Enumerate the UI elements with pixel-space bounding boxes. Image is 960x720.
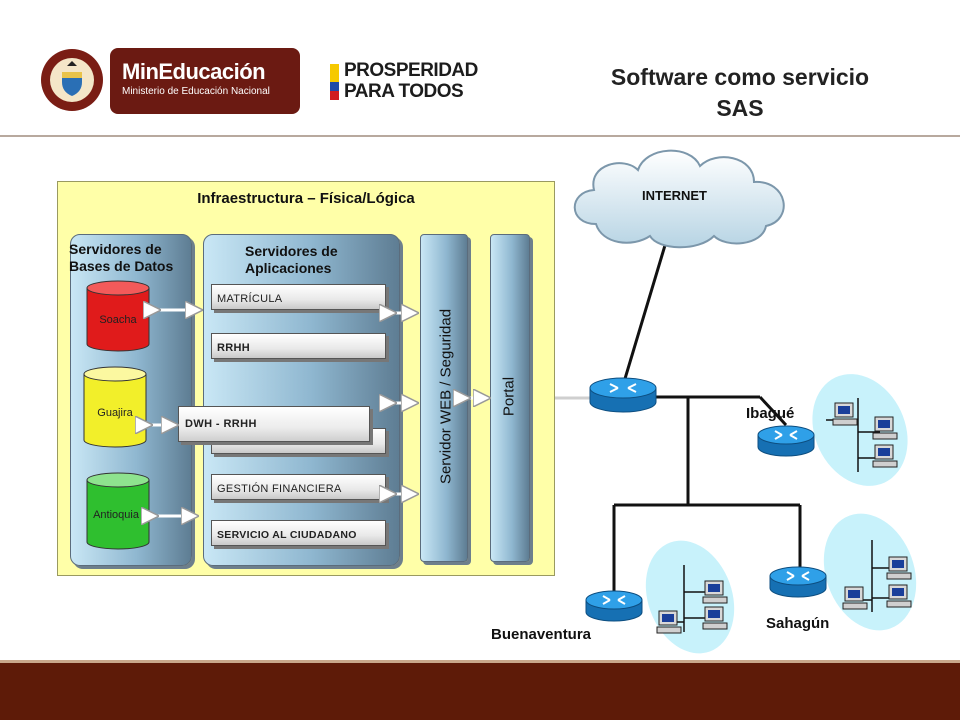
- db-heading-line1: Servidores de: [69, 241, 162, 257]
- site-label-buenaventura: Buenaventura: [491, 626, 592, 643]
- database-soacha-label: Soacha: [99, 314, 137, 326]
- database-servers-heading: Servidores de Bases de Datos: [69, 241, 173, 275]
- computer-icon: [702, 606, 728, 630]
- computer-icon: [872, 444, 898, 468]
- computer-icon: [886, 584, 912, 608]
- database-soacha-icon: [86, 280, 150, 352]
- database-guajira-label: Guajira: [97, 407, 133, 419]
- prosperidad-line1: PROSPERIDAD: [344, 60, 478, 81]
- infrastructure-title: Infraestructura – Física/Lógica: [197, 190, 415, 207]
- router-sahagun-icon: [769, 566, 827, 598]
- computer-icon: [702, 580, 728, 604]
- site-label-sahagun: Sahagún: [766, 615, 830, 632]
- database-antioquia-label: Antioquia: [93, 509, 139, 521]
- site-label-ibague: Ibagué: [746, 405, 795, 422]
- db-heading-line2: Bases de Datos: [69, 258, 174, 274]
- router-ibague-icon: [757, 425, 815, 457]
- router-buenaventura-icon: [585, 590, 643, 622]
- computer-icon: [886, 556, 912, 580]
- mineducacion-logo: MinEducación Ministerio de Educación Nac…: [110, 48, 300, 114]
- app-heading-line2: Aplicaciones: [245, 260, 332, 276]
- page-title-line2: SAS: [716, 95, 764, 121]
- database-guajira-icon: [83, 366, 147, 448]
- core-router-icon: [589, 377, 657, 413]
- application-servers-heading: Servidores de Aplicaciones: [245, 243, 338, 277]
- portal-server: [490, 234, 530, 562]
- colombia-flag-icon: [330, 64, 339, 100]
- page-title-line1: Software como servicio: [610, 64, 870, 90]
- mineducacion-subtitle: Ministerio de Educación Nacional: [122, 86, 270, 97]
- app-rrhh: RRHH: [211, 333, 386, 359]
- app-matricula: MATRÍCULA: [211, 284, 386, 310]
- mineducacion-title: MinEducación: [122, 59, 266, 84]
- computer-icon: [832, 402, 858, 426]
- header-divider: [0, 135, 960, 137]
- footer-bar: [0, 660, 960, 720]
- app-gestion-financiera: GESTIÓN FINANCIERA: [211, 474, 386, 500]
- prosperidad-logo: PROSPERIDAD PARA TODOS: [330, 60, 500, 104]
- computer-icon: [872, 416, 898, 440]
- computer-icon: [842, 586, 868, 610]
- internet-label: INTERNET: [642, 188, 707, 203]
- prosperidad-line2: PARA TODOS: [344, 81, 464, 102]
- database-antioquia-icon: [86, 472, 150, 550]
- app-heading-line1: Servidores de: [245, 243, 338, 259]
- internet-cloud-icon: [573, 149, 785, 249]
- computer-icon: [656, 610, 682, 634]
- footer-accent: [0, 660, 960, 663]
- colombia-seal-logo: [41, 49, 103, 111]
- app-servicio-ciudadano: SERVICIO AL CIUDADANO: [211, 520, 386, 546]
